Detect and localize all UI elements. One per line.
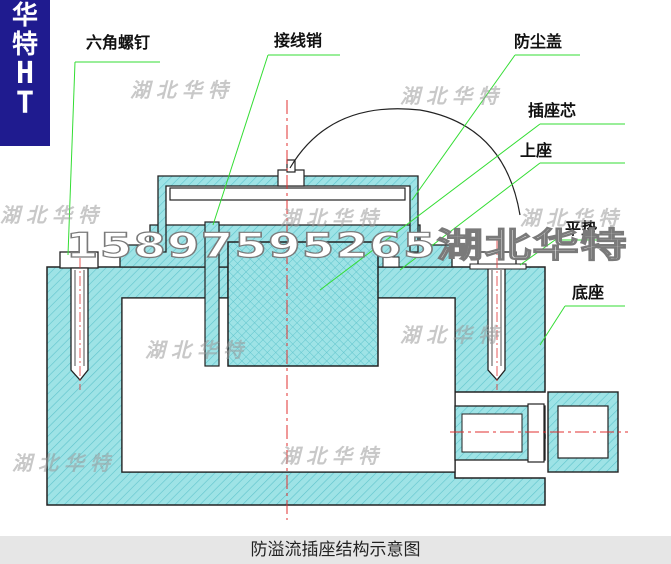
leader-dust-cover [411,54,516,201]
cover-swing-arc [289,108,521,216]
watermark: 湖北华特 [280,206,384,230]
label-base-seat: 底座 [572,283,604,302]
label-flat-washer: 平垫 [565,219,597,238]
leader-flat-washer [519,239,556,266]
watermark: 湖北华特 [400,84,504,108]
watermark: 湖北华特 [130,78,234,102]
label-wiring-pin: 接线销 [274,31,322,50]
watermark: 湖北华特 [520,206,624,230]
diagram-caption: 防溢流插座结构示意图 [0,536,671,564]
leader-hex-screw [67,61,76,256]
dust-cover [157,175,419,253]
brand-logo: 华 特 H T [0,0,50,146]
brand-char-4: T [15,86,35,121]
watermark: 湖北华特 [280,444,384,468]
leader-upper-seat [399,162,541,271]
label-dust-cover: 防尘盖 [514,32,562,51]
wiring-pin [204,221,220,367]
label-hex-screw: 六角螺钉 [86,33,150,52]
leader-base-seat [539,305,566,346]
flat-washer [469,263,527,270]
watermark: 湖北华特 [400,323,504,347]
label-socket-core: 插座芯 [528,101,576,120]
brand-char-1: 华 [11,1,38,31]
watermark: 湖北华特 [0,203,104,227]
socket-core [227,241,379,367]
left-screw-shank [70,267,89,382]
leader-lines [67,54,625,346]
watermark: 湖北华特 [12,451,116,475]
leader-socket-core [319,123,541,291]
leader-wiring-pin [212,54,269,226]
label-upper-seat: 上座 [520,141,552,160]
plug-inner [461,413,523,453]
watermark: 湖北华特 [145,338,249,362]
vent-fitting [382,256,400,268]
brand-char-2: 特 [11,30,38,60]
plug-flange [527,403,545,463]
brand-char-3: H [15,56,35,91]
phone-watermark: 15897595265湖北华特 [66,226,628,266]
